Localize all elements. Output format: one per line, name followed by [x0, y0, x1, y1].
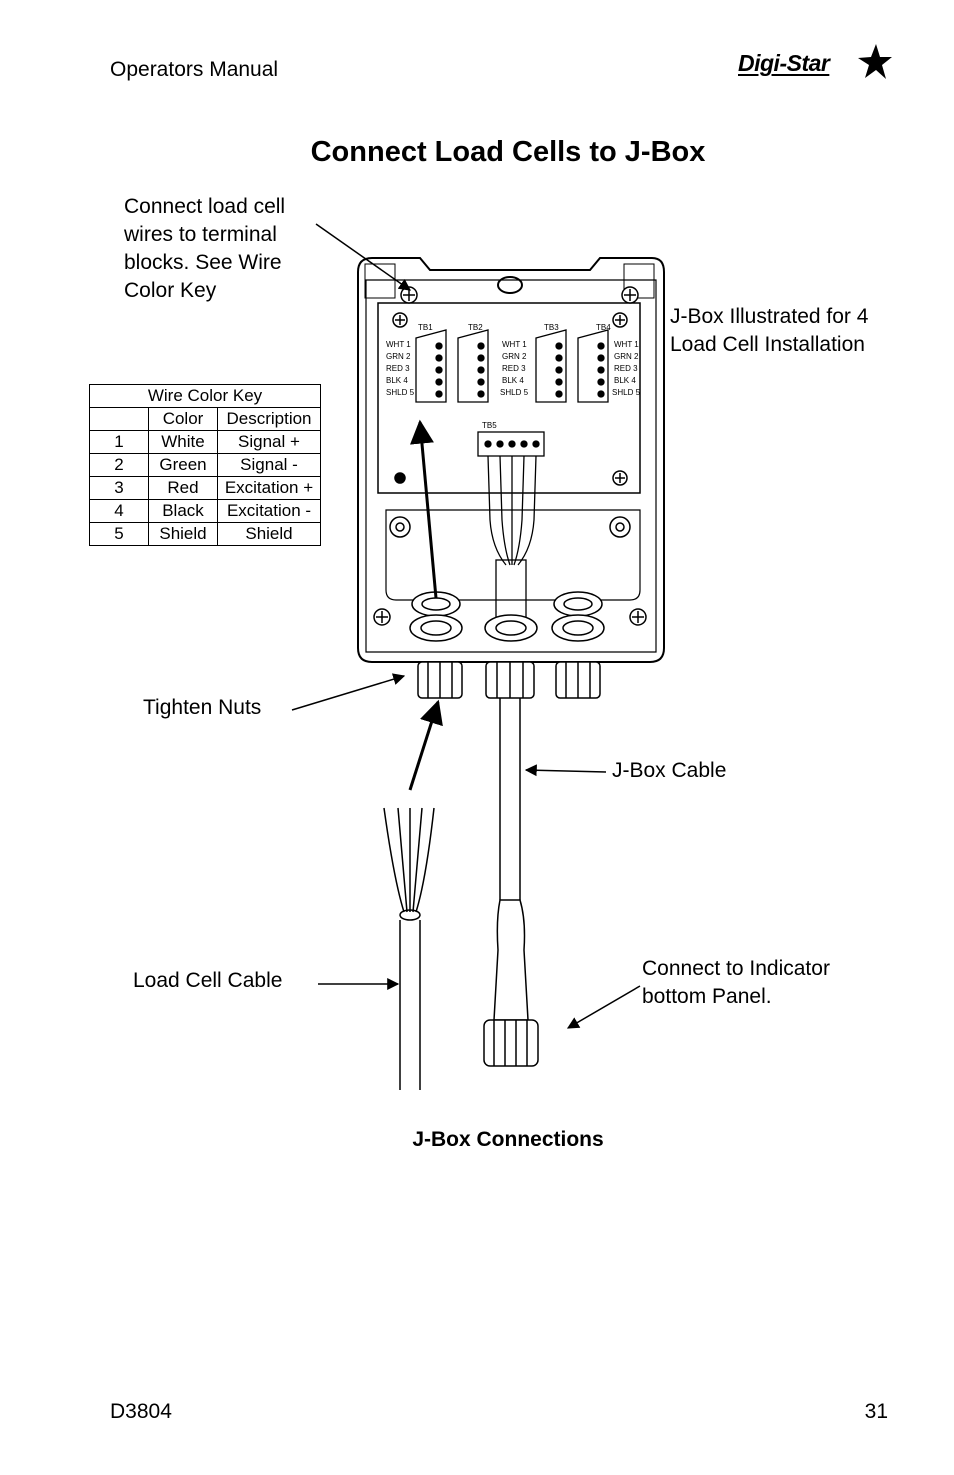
connect-indicator-note: Connect to Indicator bottom Panel.	[642, 957, 830, 1008]
table-cell: Signal +	[217, 430, 321, 454]
table-cell: Shield	[148, 522, 218, 546]
tb4-label: TB4	[596, 323, 611, 332]
terminal-blocks	[415, 329, 609, 457]
table-cell: Red	[148, 476, 218, 500]
jbox-cable-note: J-Box Cable	[612, 759, 727, 782]
table-cell: Shield	[217, 522, 321, 546]
jbox-cable	[483, 698, 539, 1067]
screw-icons	[373, 286, 647, 626]
table-row: 3 Red Excitation +	[89, 476, 321, 500]
mid-terminal-label: SHLD 5	[500, 388, 529, 397]
tb1-label: TB1	[418, 323, 433, 332]
table-title-row: Wire Color Key	[89, 384, 321, 408]
tb3-label: TB3	[544, 323, 559, 332]
table-row: 5 Shield Shield	[89, 522, 321, 546]
table-row: 4 Black Excitation -	[89, 499, 321, 523]
left-terminal-label: GRN 2	[386, 352, 411, 361]
table-cell: 4	[89, 499, 149, 523]
left-terminal-label: RED 3	[386, 364, 410, 373]
jbox-internal-wires	[487, 455, 537, 621]
tb5-label: TB5	[482, 421, 497, 430]
figure-caption: J-Box Connections	[412, 1128, 604, 1151]
header-cell: Color	[148, 407, 218, 431]
right-terminal-label: BLK 4	[614, 376, 636, 385]
table-cell: Signal -	[217, 453, 321, 477]
table-row: 1 White Signal +	[89, 430, 321, 454]
tb2-label: TB2	[468, 323, 483, 332]
page-number: 31	[864, 1400, 888, 1423]
gland-nuts	[417, 661, 601, 699]
table-header-row: Color Description	[89, 407, 321, 431]
wire-color-key-table: Wire Color Key Color Description 1 White…	[89, 384, 321, 546]
jbox-illustrated-note: J-Box Illustrated for 4 Load Cell Instal…	[670, 305, 869, 356]
table-cell: Black	[148, 499, 218, 523]
manual-title: Operators Manual	[110, 58, 279, 81]
table-cell: White	[148, 430, 218, 454]
table-cell: 5	[89, 522, 149, 546]
jbox-housing	[357, 257, 665, 663]
header-cell	[89, 407, 149, 431]
right-terminal-label: WHT 1	[614, 340, 639, 349]
header-cell: Description	[217, 407, 321, 431]
right-terminal-label: SHLD 5	[612, 388, 641, 397]
connect-wires-note: Connect load cell wires to terminal bloc…	[124, 195, 286, 302]
mid-terminal-label: WHT 1	[502, 340, 527, 349]
left-terminal-label: WHT 1	[386, 340, 411, 349]
document-id: D3804	[110, 1400, 172, 1423]
left-terminal-label: BLK 4	[386, 376, 408, 385]
callout-arrows	[291, 223, 641, 1029]
right-terminal-label: GRN 2	[614, 352, 639, 361]
star-icon	[858, 44, 892, 79]
table-row: 2 Green Signal -	[89, 453, 321, 477]
tighten-nuts-note: Tighten Nuts	[143, 696, 262, 719]
table-cell: Excitation -	[217, 499, 321, 523]
page-title: Connect Load Cells to J-Box	[310, 136, 706, 168]
left-terminal-label: SHLD 5	[386, 388, 415, 397]
cable-glands	[409, 591, 605, 642]
table-cell: Excitation +	[217, 476, 321, 500]
table-cell: 1	[89, 430, 149, 454]
load-cell-cable	[383, 807, 435, 1090]
load-cell-cable-note: Load Cell Cable	[133, 969, 283, 992]
table-title: Wire Color Key	[89, 384, 321, 408]
right-terminal-label: RED 3	[614, 364, 638, 373]
table-cell: Green	[148, 453, 218, 477]
table-cell: 3	[89, 476, 149, 500]
mid-terminal-label: RED 3	[502, 364, 526, 373]
table-cell: 2	[89, 453, 149, 477]
brand-logo: Digi-Star	[738, 44, 893, 86]
brand-logo-text: Digi-Star	[738, 50, 830, 76]
mid-terminal-label: GRN 2	[502, 352, 527, 361]
mid-terminal-label: BLK 4	[502, 376, 524, 385]
